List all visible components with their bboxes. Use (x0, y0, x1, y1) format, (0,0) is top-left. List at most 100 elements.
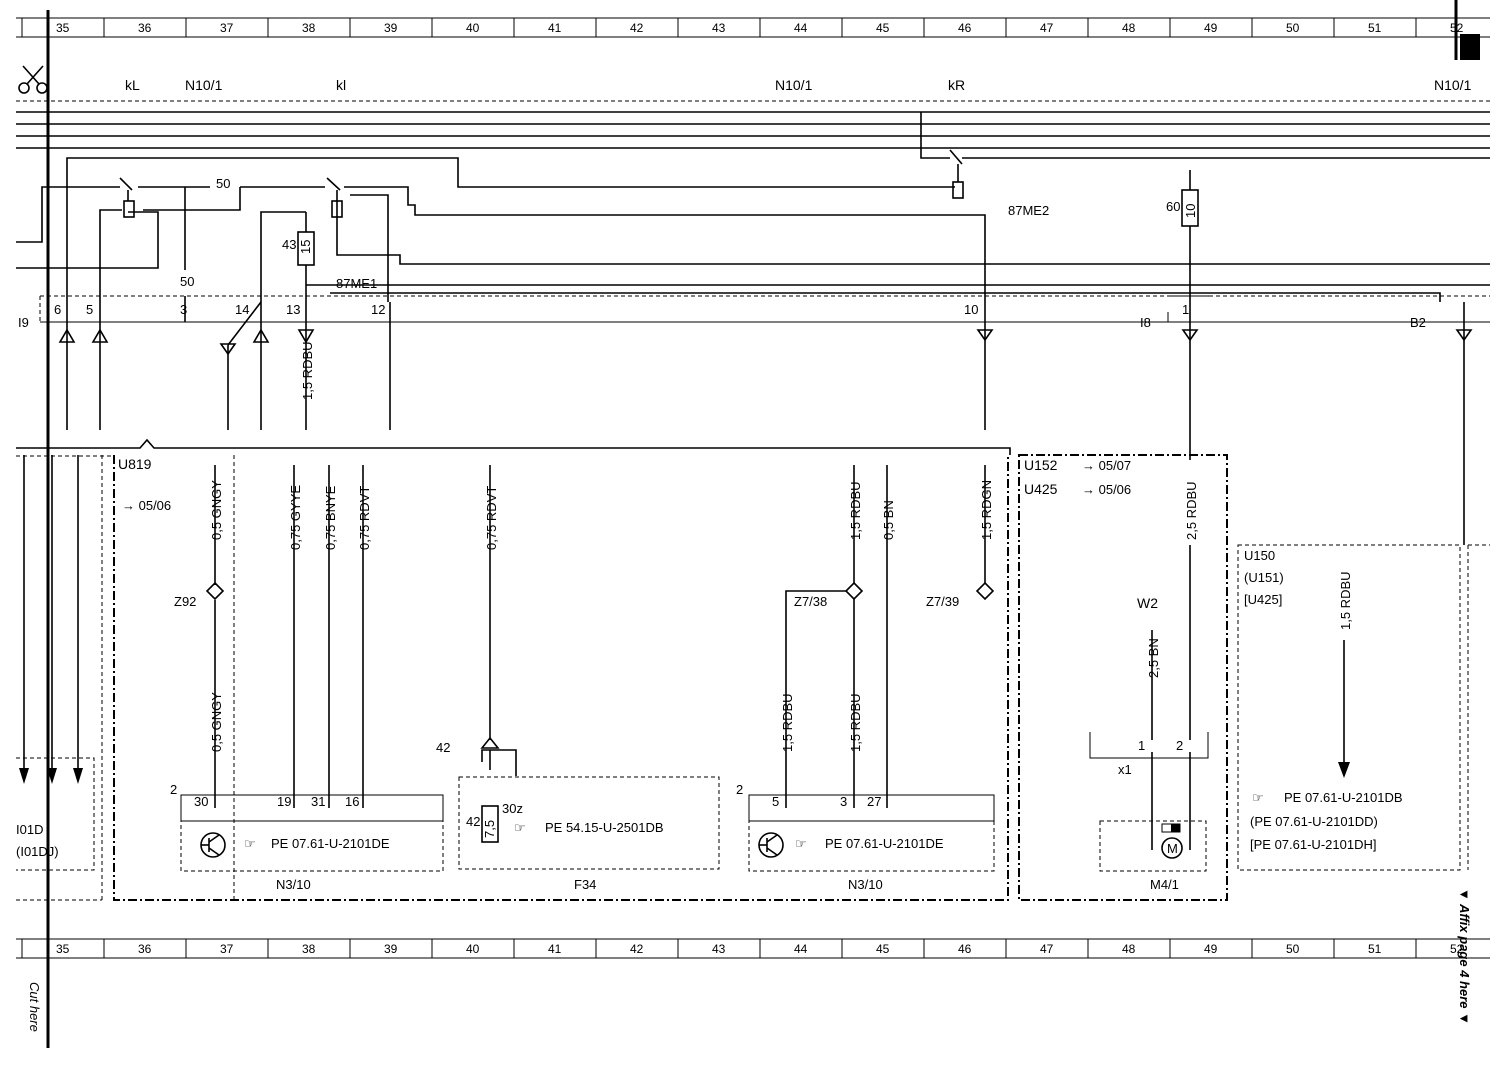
wire-label-15rdbu-top: 1,5 RDBU (300, 341, 315, 400)
svg-text:[U425]: [U425] (1244, 592, 1282, 607)
svg-text:2: 2 (1176, 738, 1183, 753)
svg-text:B2: B2 (1410, 315, 1426, 330)
svg-text:N3/10: N3/10 (848, 877, 883, 892)
svg-text:0,75 RDVT: 0,75 RDVT (484, 486, 499, 550)
svg-text:14: 14 (235, 302, 249, 317)
grid-number: 49 (1204, 21, 1218, 35)
svg-text:→ 05/06: → 05/06 (1082, 482, 1131, 497)
grid-number: 37 (220, 21, 234, 35)
svg-text:I01D: I01D (16, 822, 43, 837)
grid-number: 43 (712, 21, 726, 35)
grid-number: 50 (1286, 21, 1300, 35)
svg-text:16: 16 (345, 794, 359, 809)
svg-text:30z: 30z (502, 801, 523, 816)
relay-kl (326, 177, 343, 218)
svg-text:(PE 07.61-U-2101DD): (PE 07.61-U-2101DD) (1250, 814, 1378, 829)
grid-number: 39 (384, 942, 398, 956)
svg-text:0,5 BN: 0,5 BN (881, 500, 896, 540)
grid-number: 38 (302, 21, 316, 35)
grid-number: 36 (138, 942, 152, 956)
grid-number: 52 (1450, 942, 1464, 956)
grid-number: 51 (1368, 21, 1382, 35)
grid-number: 47 (1040, 942, 1054, 956)
svg-text:5: 5 (772, 794, 779, 809)
svg-text:3: 3 (840, 794, 847, 809)
svg-text:U425: U425 (1024, 481, 1058, 497)
svg-text:12: 12 (371, 302, 385, 317)
label-kl-left: kL (125, 77, 140, 93)
svg-text:1,5 RDGN: 1,5 RDGN (979, 480, 994, 540)
splice-z92: Z92 (174, 594, 196, 609)
grid-number: 35 (56, 942, 70, 956)
svg-text:43: 43 (282, 237, 296, 252)
label-kr: kR (948, 77, 965, 93)
splice-z738: Z7/38 (794, 594, 827, 609)
svg-text:(I01DJ): (I01DJ) (16, 844, 59, 859)
grid-number: 49 (1204, 942, 1218, 956)
grid-number: 46 (958, 942, 972, 956)
grid-number: 40 (466, 21, 480, 35)
svg-text:PE 07.61-U-2101DE: PE 07.61-U-2101DE (271, 836, 390, 851)
svg-text:1: 1 (1182, 302, 1189, 317)
svg-text:M4/1: M4/1 (1150, 877, 1179, 892)
component-n310-left: 2 30 19 31 16 ☞ PE 07.61-U-2101DE N3/10 (170, 782, 444, 892)
block-u150: U150 (U151) [U425] 1,5 RDBU ☞ PE 07.61-U… (1237, 520, 1490, 871)
grid-number: 45 (876, 942, 890, 956)
grid-number: 45 (876, 21, 890, 35)
left-arrows: I01D (I01DJ) (16, 455, 103, 900)
svg-text:27: 27 (867, 794, 881, 809)
grid-number: 39 (384, 21, 398, 35)
grid-number: 42 (630, 942, 644, 956)
grid-number: 42 (630, 21, 644, 35)
bus-lines (16, 111, 1490, 302)
grid-number: 43 (712, 942, 726, 956)
svg-text:2: 2 (170, 782, 177, 797)
svg-text:→ 05/06: → 05/06 (122, 498, 171, 513)
block-u152: U152 → 05/07 U425 → 05/06 2,5 RDBU W2 2,… (1018, 454, 1228, 901)
motor-icon: M (1161, 823, 1183, 859)
svg-text:42: 42 (436, 740, 450, 755)
affix-label: ▼ Affix page 4 here ▼ (1457, 888, 1472, 1025)
relay-kl-left (119, 177, 135, 218)
label-87me1: 87ME1 (336, 276, 377, 291)
svg-text:W2: W2 (1137, 595, 1158, 611)
svg-text:2,5 RDBU: 2,5 RDBU (1184, 481, 1199, 540)
transistor-icon (758, 832, 784, 858)
svg-text:42: 42 (466, 814, 480, 829)
label-kl: kl (336, 77, 346, 93)
svg-text:U152: U152 (1024, 457, 1058, 473)
svg-text:(U151): (U151) (1244, 570, 1284, 585)
svg-text:1,5 RDBU: 1,5 RDBU (848, 481, 863, 540)
svg-text:1,5 RDBU: 1,5 RDBU (1338, 571, 1353, 630)
pointing-hand-icon: ☞ (514, 820, 526, 835)
svg-text:6: 6 (54, 302, 61, 317)
grid-number: 36 (138, 21, 152, 35)
cut-here-label: Cut here (27, 982, 42, 1032)
svg-text:2: 2 (736, 782, 743, 797)
scissors-icon (18, 65, 48, 94)
svg-text:PE 07.61-U-2101DB: PE 07.61-U-2101DB (1284, 790, 1403, 805)
terminal-50: 50 (216, 176, 230, 191)
svg-text:[PE 07.61-U-2101DH]: [PE 07.61-U-2101DH] (1250, 837, 1376, 852)
grid-number: 48 (1122, 942, 1136, 956)
svg-text:10: 10 (964, 302, 978, 317)
svg-text:7,5: 7,5 (482, 820, 497, 838)
svg-text:0,75 RDVT: 0,75 RDVT (357, 486, 372, 550)
svg-text:PE 54.15-U-2501DB: PE 54.15-U-2501DB (545, 820, 664, 835)
connector-band: I9 6 5 3 14 13 12 10 I8 1 B2 (18, 295, 1490, 330)
svg-text:15: 15 (298, 240, 313, 254)
svg-text:3: 3 (180, 302, 187, 317)
svg-text:1: 1 (1138, 738, 1145, 753)
label-n101-b: N10/1 (775, 77, 813, 93)
fuse-60: 60 10 (1166, 180, 1199, 242)
svg-text:I8: I8 (1140, 315, 1151, 330)
grid-number: 40 (466, 942, 480, 956)
svg-text:19: 19 (277, 794, 291, 809)
svg-text:1,5 RDBU: 1,5 RDBU (780, 693, 795, 752)
pointing-hand-icon: ☞ (1252, 790, 1264, 805)
svg-text:2,5 BN: 2,5 BN (1146, 638, 1161, 678)
pointing-hand-icon: ☞ (795, 836, 807, 851)
svg-text:0,75 GYYE: 0,75 GYYE (288, 485, 303, 550)
